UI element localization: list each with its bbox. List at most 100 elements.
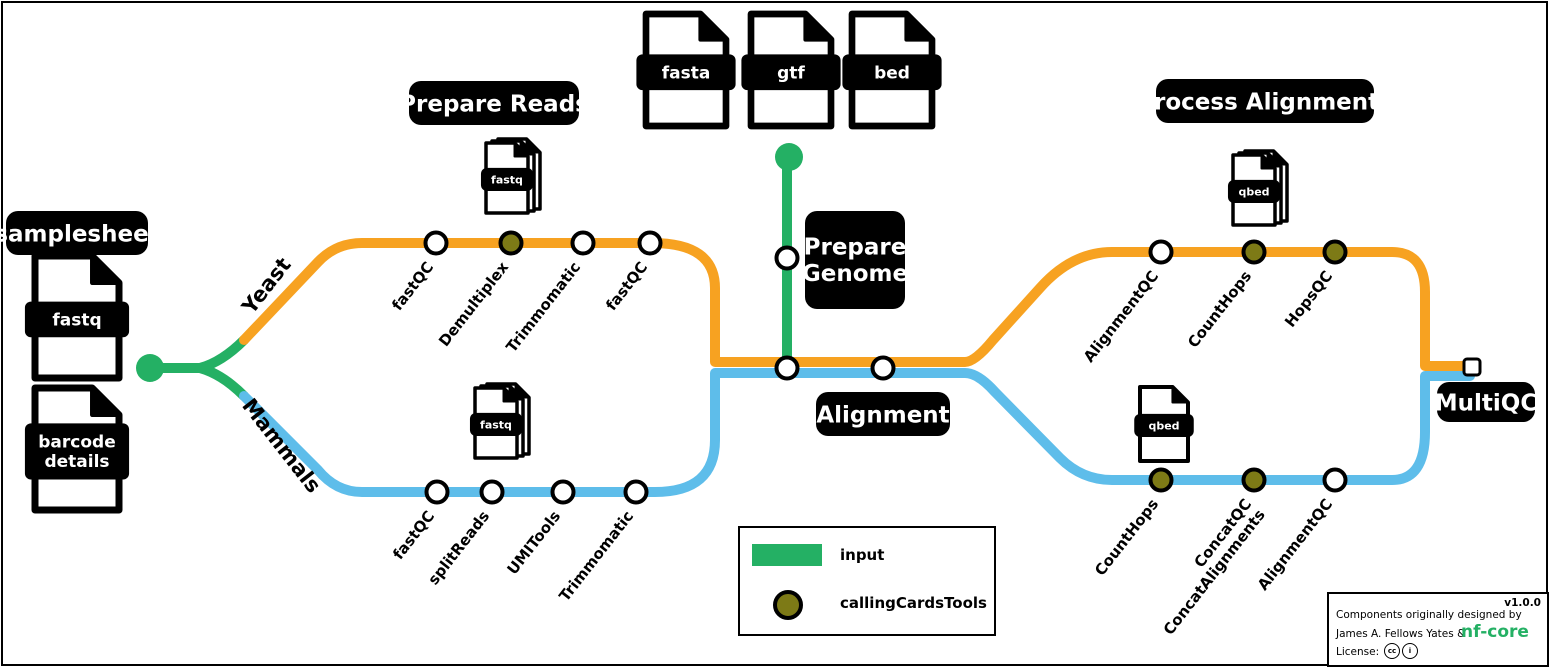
section-process-alignments-text: Process Alignments xyxy=(1137,89,1393,115)
fasta-file-icon: fasta xyxy=(636,10,736,130)
step-yeast-process-0: AlignmentQC xyxy=(1080,267,1162,365)
yeast-fastq-icon-band xyxy=(480,167,534,191)
yeast-track xyxy=(239,238,1475,371)
barcode-file-icon-band xyxy=(24,423,130,480)
samplesheet-file-icon-band xyxy=(24,301,130,338)
gtf-file-icon-label: gtf xyxy=(777,63,805,83)
legend-input-swatch xyxy=(752,544,822,566)
step-yeast-process-2: HopsQC xyxy=(1281,267,1336,330)
cc-by-icon: i xyxy=(1402,643,1418,659)
yeast-fastq-icon-label: fastq xyxy=(491,173,523,186)
mammal-qbed-icon-label: qbed xyxy=(1148,419,1179,432)
bed-file-icon: bed xyxy=(842,10,942,130)
station-mammal-prep-0 xyxy=(424,479,450,505)
station-alignment-1 xyxy=(774,355,800,381)
yeast-branch-label: Yeast xyxy=(237,253,296,319)
station-multiqc xyxy=(1462,357,1482,377)
section-prepare-genome-bg xyxy=(805,211,905,309)
section-multiqc: MultiQC xyxy=(1435,382,1537,422)
step-mammal-process-2: AlignmentQC xyxy=(1254,495,1336,593)
mammal-fastq-icon-band xyxy=(469,412,523,436)
section-alignment-bg xyxy=(816,392,950,436)
yeast-qbed-icon: qbed xyxy=(1227,153,1281,227)
gtf-file-icon: gtf xyxy=(741,10,841,130)
mammal-qbed-icon: qbed xyxy=(1134,385,1194,463)
station-mammal-process-2 xyxy=(1322,467,1348,493)
input-start-dot xyxy=(136,354,164,382)
station-yeast-prep-2 xyxy=(570,230,596,256)
yeast-qbed-icon-band xyxy=(1227,179,1281,203)
credit-line-2: James A. Fellows Yates & xyxy=(1336,628,1466,640)
step-mammal-prep-0: fastQC xyxy=(389,507,438,563)
bed-file-icon-fold xyxy=(904,12,934,42)
yeast-fastq-icon-fold xyxy=(513,141,530,158)
mammals-track xyxy=(239,368,1475,497)
fasta-file-icon-band xyxy=(636,54,736,91)
section-prepare-reads-bg xyxy=(409,81,579,125)
section-alignment-text: Alignment xyxy=(816,402,949,428)
section-prepare-reads: Prepare Reads xyxy=(399,81,589,125)
bed-file-icon-label: bed xyxy=(874,63,910,83)
mammal-fastq-icon-label: fastq xyxy=(480,418,512,431)
station-yeast-prep-0 xyxy=(423,230,449,256)
version-label: v1.0.0 xyxy=(1504,597,1541,609)
fasta-file-icon-fold xyxy=(698,12,728,42)
mammal-qbed-icon-band xyxy=(1134,413,1194,438)
credit-box: v1.0.0 Components originally designed by… xyxy=(1327,592,1549,667)
section-multiqc-text: MultiQC xyxy=(1435,390,1537,416)
credit-line-1: Components originally designed by xyxy=(1336,609,1522,621)
mammal-fastq-icon-fold xyxy=(502,386,519,403)
step-mammal-process-1: ConcatQCConcatAlignments xyxy=(1146,495,1269,638)
cc-icon: cc xyxy=(1384,643,1400,659)
section-prepare-reads-text: Prepare Reads xyxy=(399,91,589,117)
station-alignment-2 xyxy=(870,355,896,381)
step-mammal-prep-2: UMITools xyxy=(503,507,564,578)
gtf-file-icon-band xyxy=(741,54,841,91)
gtf-file-icon-fold xyxy=(803,12,833,42)
section-alignment: Alignment xyxy=(816,392,950,436)
station-yeast-prep-1 xyxy=(498,230,524,256)
fasta-file-icon-label: fasta xyxy=(662,63,711,83)
genome-start-dot xyxy=(775,143,803,171)
legend-calling-cards-label: callingCardsTools xyxy=(840,594,987,612)
samplesheet-title: samplesheet xyxy=(0,211,160,255)
barcode-file-icon-fold xyxy=(90,385,122,417)
legend: input callingCardsTools xyxy=(738,526,996,636)
yeast-qbed-icon-label: qbed xyxy=(1238,185,1269,198)
mammal-qbed-icon-fold xyxy=(1171,385,1190,404)
mammal-fastq-icon: fastq xyxy=(469,386,523,460)
samplesheet-file-icon-fold xyxy=(90,253,122,285)
samplesheet-file-icon: fastq xyxy=(24,252,130,382)
nf-core-logo: nf-core xyxy=(1461,622,1529,642)
station-prepare-genome xyxy=(774,245,800,271)
station-mammal-prep-2 xyxy=(550,479,576,505)
samplesheet-title-text: samplesheet xyxy=(0,221,160,247)
step-yeast-prep-1: Demultiplex xyxy=(435,258,512,350)
station-yeast-process-2 xyxy=(1322,239,1348,265)
mammals-branch-label: Mammals xyxy=(237,394,325,498)
section-multiqc-bg xyxy=(1437,382,1535,422)
step-yeast-process-1: CountHops xyxy=(1184,267,1255,351)
station-mammal-prep-3 xyxy=(623,479,649,505)
license-label: License: xyxy=(1336,646,1380,658)
step-yeast-prep-2: Trimmomatic xyxy=(502,258,584,355)
legend-input-label: input xyxy=(840,546,885,564)
station-yeast-process-1 xyxy=(1241,239,1267,265)
station-yeast-prep-3 xyxy=(637,230,663,256)
yeast-fastq-icon: fastq xyxy=(480,141,534,215)
section-process-alignments: Process Alignments xyxy=(1137,79,1393,123)
step-yeast-prep-3: fastQC xyxy=(602,258,651,314)
legend-calling-cards-swatch xyxy=(773,590,803,620)
bed-file-icon-band xyxy=(842,54,942,91)
step-mammal-prep-3: Trimmomatic xyxy=(555,507,637,604)
step-yeast-prep-0: fastQC xyxy=(388,258,437,314)
station-mammal-process-0 xyxy=(1148,467,1174,493)
input-track-2 xyxy=(195,363,249,401)
station-mammal-prep-1 xyxy=(479,479,505,505)
yeast-qbed-icon-fold xyxy=(1260,153,1277,170)
